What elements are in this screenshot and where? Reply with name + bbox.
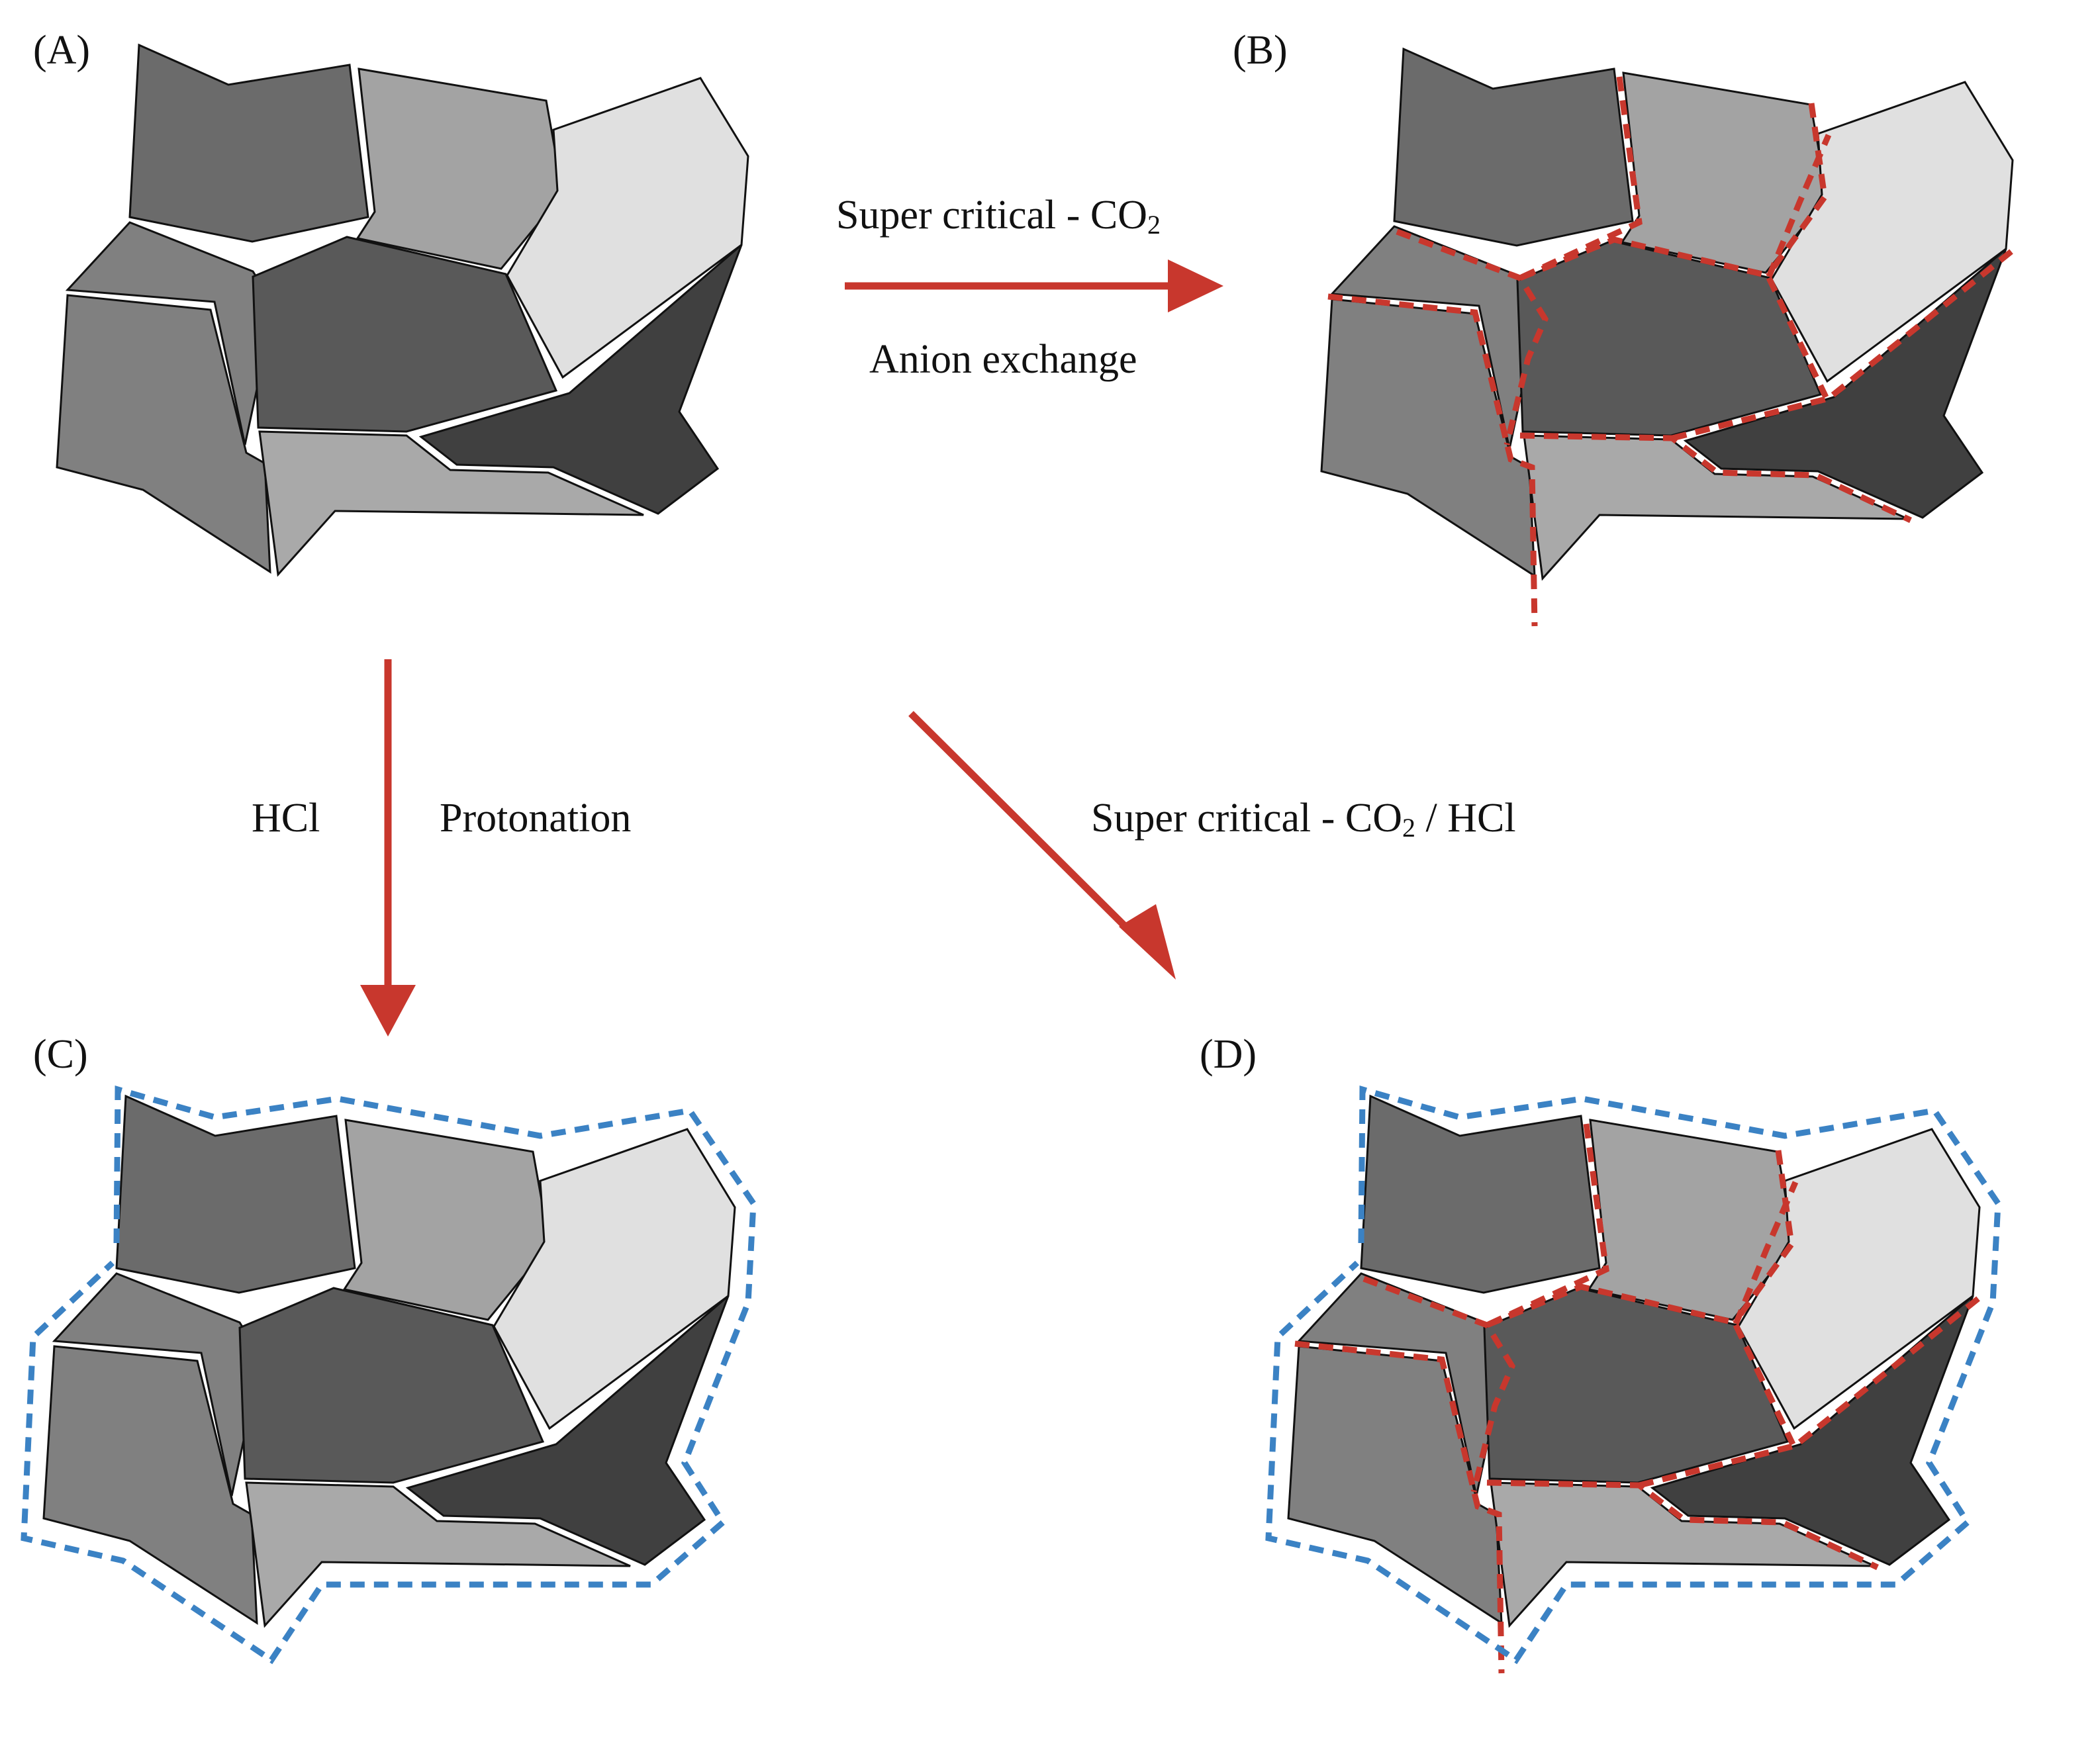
red-dashed-boundary (1486, 1123, 1609, 1328)
panel-label-d: (D) (1200, 1032, 1257, 1077)
red-dashed-boundary (1638, 1296, 1980, 1489)
arrow-shaft (908, 711, 1140, 941)
arrow-ad-label-suffix: / HCl (1415, 796, 1516, 841)
panel-b-aggregate (1320, 48, 2014, 627)
arrow-ac-label-left: HCl (252, 796, 320, 841)
surface-protonation-outline (21, 1086, 757, 1665)
arrow-ad-label: Super critical - CO2 / HCl (1091, 796, 1516, 841)
panel-label-c: (C) (33, 1032, 88, 1077)
red-dashed-boundary (1294, 1340, 1505, 1674)
blue-dashed-outline (21, 1086, 757, 1665)
red-dashed-boundary (1396, 228, 1549, 446)
panel-a-aggregate (56, 44, 749, 576)
red-dashed-boundary (1519, 432, 1912, 524)
arrow-head (1119, 904, 1176, 980)
red-dashed-boundary (1486, 1283, 1796, 1446)
arrow-ad-label-text: Super critical - CO (1091, 796, 1403, 841)
arrow-head (360, 985, 416, 1037)
panel-c-aggregate (21, 1086, 757, 1665)
panel-label-a: (A) (33, 28, 91, 73)
arrow-ab-label-bottom: Anion exchange (869, 337, 1137, 382)
arrow-ab-label-top: Super critical - CO2 (836, 193, 1161, 238)
red-dashed-boundary (1671, 249, 2013, 441)
blue-dashed-outline (1265, 1086, 2001, 1665)
arrow-ab-label-subscript: 2 (1147, 210, 1161, 240)
arrow-a-to-c (360, 659, 416, 1037)
arrow-ac-label-right: Protonation (440, 796, 632, 841)
arrow-ad-label-subscript: 2 (1402, 813, 1416, 843)
red-dashed-boundary (1362, 1275, 1516, 1493)
arrow-ab-label-text: Super critical - CO (836, 193, 1148, 238)
panel-label-b: (B) (1233, 28, 1288, 73)
surface-protonation-outline (1265, 1086, 2001, 1665)
arrow-head (1168, 259, 1223, 312)
grain-boundary-exchange-lines (1327, 76, 2013, 627)
arrow-a-to-b (845, 259, 1223, 312)
red-dashed-boundary (1486, 1479, 1879, 1571)
arrow-a-to-d (908, 711, 1176, 980)
red-dashed-boundary (1519, 236, 1829, 398)
grain-boundary-exchange-lines (1294, 1123, 1980, 1674)
panel-d-aggregate (1265, 1086, 2001, 1674)
red-dashed-boundary (1732, 1150, 1795, 1324)
red-dashed-boundary (1327, 293, 1538, 627)
red-dashed-boundary (1519, 76, 1643, 281)
red-dashed-boundary (1765, 103, 1828, 277)
